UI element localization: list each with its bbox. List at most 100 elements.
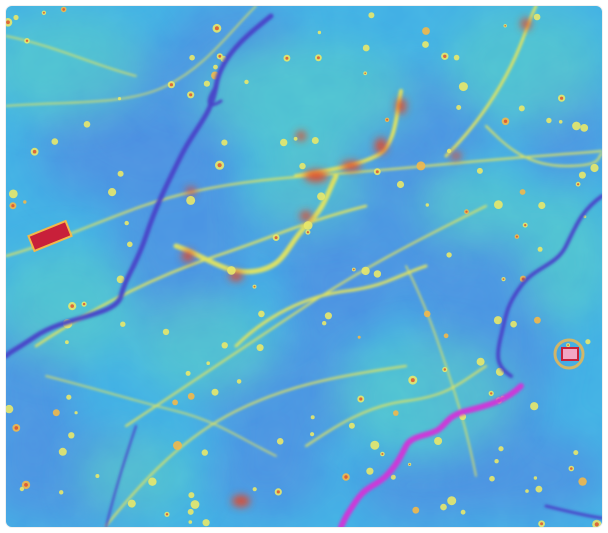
terrain-spot: [362, 44, 370, 52]
terrain-spot-core: [344, 475, 348, 479]
terrain-spot-core: [386, 118, 389, 121]
terrain-spot: [434, 437, 443, 445]
terrain-spot: [211, 388, 219, 396]
terrain-spot: [578, 171, 586, 179]
terrain-spot: [52, 409, 60, 417]
terrain-spot: [476, 167, 483, 174]
terrain-spot: [322, 321, 327, 326]
terrain-spot-core: [165, 513, 169, 516]
terrain-spot-core: [276, 490, 280, 494]
terrain-spot: [258, 310, 265, 318]
terrain-spot: [476, 357, 485, 366]
terrain-spot: [108, 188, 117, 197]
terrain-spot: [443, 333, 449, 339]
terrain-spot: [189, 54, 195, 61]
terrain-spot: [580, 124, 589, 132]
terrain-spot: [533, 476, 538, 480]
terrain-spot: [185, 370, 191, 376]
terrain-spot-core: [42, 11, 45, 14]
terrain-spot-core: [189, 93, 193, 97]
terrain-spot: [23, 200, 27, 204]
terrain-spot: [534, 316, 541, 324]
terrain-texture: [6, 6, 602, 527]
terrain-spot: [366, 467, 374, 475]
terrain-spots: [6, 6, 602, 527]
terrain-spot: [317, 30, 322, 35]
terrain-spot-core: [443, 368, 446, 371]
terrain-spot-core: [274, 236, 278, 240]
terrain-spot: [117, 170, 124, 177]
terrain-spot-core: [515, 235, 518, 238]
terrain-spot: [590, 163, 599, 173]
terrain-spot: [202, 519, 210, 527]
terrain-spot: [317, 192, 326, 201]
terrain-spot: [573, 450, 579, 456]
ridge-line: [125, 205, 487, 427]
terrain-spot: [172, 399, 179, 406]
terrain-spot: [280, 138, 288, 147]
terrain-spot: [423, 310, 431, 318]
ridge-line: [405, 265, 477, 477]
terrain-spot: [201, 449, 208, 456]
terrain-spot: [116, 275, 125, 284]
terrain-spot: [227, 266, 236, 275]
terrain-spot-core: [490, 392, 493, 395]
terrain-spot: [117, 97, 122, 101]
terrain-spot: [494, 459, 499, 464]
terrain-spot-core: [359, 397, 363, 401]
terrain-spot-core: [306, 231, 309, 234]
terrain-spot: [95, 474, 100, 478]
terrain-spot: [310, 432, 315, 437]
terrain-spot: [453, 54, 460, 61]
terrain-spot: [558, 120, 563, 124]
terrain-spot: [127, 499, 136, 508]
elevation-heatmap-canvas: [6, 6, 602, 527]
terrain-spot: [416, 161, 426, 171]
terrain-spot: [148, 477, 157, 486]
terrain-spot: [74, 411, 78, 415]
terrain-spot: [357, 335, 361, 339]
highlighted-stream: [338, 383, 524, 527]
terrain-spot-core: [62, 8, 65, 11]
terrain-spot: [187, 392, 195, 400]
terrain-spot-core: [6, 20, 10, 25]
stream-channel: [207, 84, 223, 107]
terrain-spot: [493, 316, 503, 325]
terrain-spot: [447, 496, 457, 506]
terrain-spot: [446, 148, 452, 154]
terrain-spot-core: [70, 304, 74, 308]
terrain-spot: [256, 344, 264, 352]
terrain-spot: [572, 121, 581, 131]
terrain-spot: [370, 440, 380, 450]
stream-channel: [544, 504, 602, 520]
terrain-spot: [498, 446, 504, 452]
terrain-spot: [59, 490, 64, 495]
terrain-spot-core: [577, 183, 580, 186]
terrain-spot: [425, 203, 429, 207]
terrain-spot: [324, 312, 332, 320]
elevation-map[interactable]: [6, 6, 602, 527]
terrain-spot: [546, 117, 552, 124]
terrain-spot: [13, 14, 19, 21]
terrain-spot-core: [524, 224, 527, 227]
terrain-spot: [348, 422, 355, 429]
ridge-line: [6, 6, 257, 107]
terrain-spot: [412, 506, 420, 514]
terrain-spot: [68, 432, 75, 439]
terrain-spot: [173, 441, 182, 450]
terrain-spot: [494, 200, 503, 210]
terrain-spot: [456, 105, 462, 110]
terrain-spot-core: [408, 463, 411, 466]
terrain-spot-core: [504, 25, 507, 27]
terrain-spot: [188, 520, 193, 524]
terrain-spot-core: [570, 467, 573, 470]
stream-channel: [496, 194, 602, 378]
terrain-spot-core: [285, 56, 289, 60]
terrain-spot: [373, 270, 382, 278]
terrain-spot: [535, 485, 543, 493]
terrain-spot: [537, 246, 543, 252]
terrain-spot-core: [11, 204, 15, 208]
terrain-spot: [518, 105, 525, 112]
terrain-spot: [585, 339, 591, 345]
terrain-spot: [422, 27, 430, 35]
